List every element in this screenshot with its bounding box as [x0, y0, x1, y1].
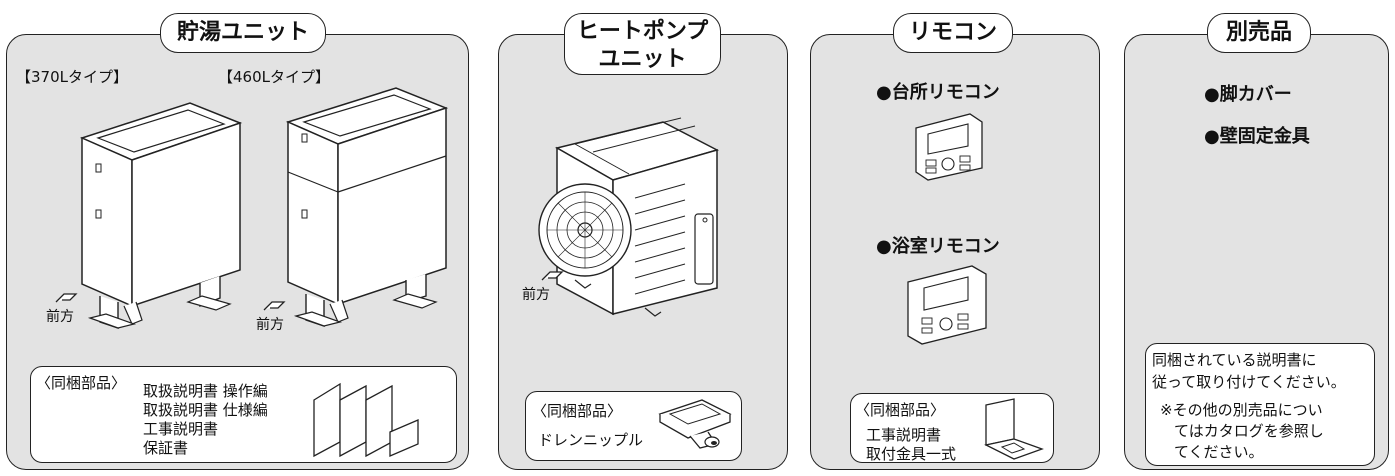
remote-construction-manual-label: 工事説明書	[866, 426, 942, 444]
heatpump-bundled-header: 〈同梱部品〉	[532, 402, 623, 420]
heatpump-title-line2: ユニット	[598, 46, 687, 72]
kitchen-remote-label: ●台所リモコン	[876, 82, 1000, 103]
note-line-2: 従って取り付けてください。	[1152, 373, 1346, 391]
tank-unit-title: 貯湯ユニット	[160, 13, 326, 53]
mounting-bracket-label: 取付金具一式	[866, 445, 957, 463]
warranty-label: 保証書	[143, 439, 189, 457]
remote-bundled-header: 〈同梱部品〉	[855, 401, 946, 419]
tank-460-illustration	[285, 87, 449, 327]
remote-title: リモコン	[893, 13, 1013, 53]
leg-cover-label: ●脚カバー	[1204, 84, 1292, 105]
heatpump-unit-title: ヒートポンプ ユニット	[564, 13, 721, 75]
heatpump-title-line1: ヒートポンプ	[576, 19, 709, 44]
tank-bundled-header: 〈同梱部品〉	[36, 374, 127, 392]
tank-370-illustration	[79, 102, 243, 329]
type-460-label: 【460Lタイプ】	[218, 68, 330, 86]
front-arrow-icon	[541, 271, 564, 281]
front-arrow-icon	[55, 293, 78, 303]
construction-manual-label: 工事説明書	[143, 420, 219, 438]
remote-bundled-parts-box	[850, 393, 1054, 463]
drain-nipple-illustration	[658, 399, 732, 449]
ref-line-1: ※その他の別売品につい	[1160, 401, 1323, 419]
ref-line-3: てください。	[1174, 443, 1264, 461]
wall-fixing-bracket-label: ●壁固定金具	[1204, 126, 1310, 147]
bath-remote-illustration	[907, 265, 987, 345]
front-arrow-icon	[263, 301, 286, 311]
manual-operation-label: 取扱説明書 操作編	[143, 382, 268, 400]
kitchen-remote-illustration	[915, 113, 983, 181]
heatpump-illustration	[538, 117, 720, 317]
drain-nipple-label: ドレンニップル	[538, 431, 644, 449]
tank-460-front-label: 前方	[256, 317, 284, 333]
options-title: 別売品	[1207, 13, 1311, 53]
type-370-label: 【370Lタイプ】	[16, 68, 128, 86]
manual-spec-label: 取扱説明書 仕様編	[143, 401, 268, 419]
mounting-bracket-illustration	[984, 398, 1044, 460]
heatpump-front-label: 前方	[522, 287, 550, 303]
ref-line-2: てはカタログを参照し	[1174, 422, 1324, 440]
note-line-1: 同梱されている説明書に	[1152, 351, 1317, 369]
options-note-box	[1145, 343, 1375, 466]
documents-illustration	[313, 382, 419, 458]
tank-370-front-label: 前方	[46, 309, 74, 325]
bath-remote-label: ●浴室リモコン	[876, 236, 1000, 257]
